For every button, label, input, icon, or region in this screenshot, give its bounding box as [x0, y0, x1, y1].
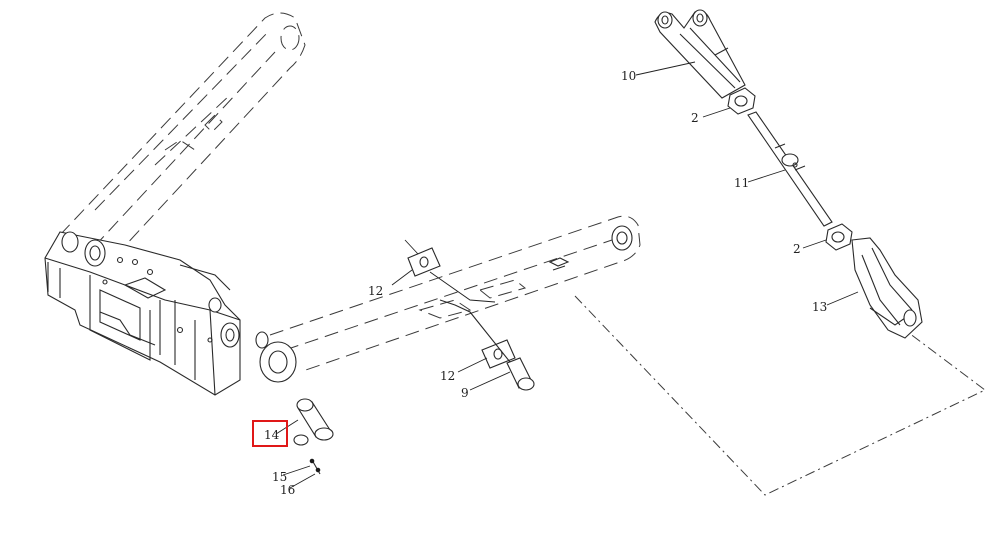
- threaded-rod-11: [747, 111, 833, 227]
- top-clevis-10: [635, 9, 746, 99]
- bottom-clevis-13: [826, 237, 923, 339]
- nut-2-bottom: [802, 223, 853, 251]
- callout-12-bottom: 12: [440, 369, 455, 383]
- lower-link-phantom: [255, 215, 641, 383]
- callout-9: 9: [461, 386, 469, 400]
- callout-10: 10: [621, 69, 636, 83]
- callout-12-top: 12: [368, 284, 383, 298]
- highlight-box-callout-14: [252, 420, 288, 447]
- clip-15-16: [282, 458, 321, 489]
- callout-2-top: 2: [691, 111, 699, 125]
- pin-14: [275, 398, 334, 446]
- plate-12-bottom: [457, 339, 516, 373]
- callout-15: 15: [272, 470, 287, 484]
- pin-9: [439, 299, 535, 391]
- callout-16: 16: [280, 483, 295, 497]
- nut-2-top: [702, 87, 756, 118]
- assembly-line: [574, 295, 986, 496]
- callout-11: 11: [734, 176, 749, 190]
- upper-link-phantom: [59, 12, 306, 263]
- callout-14: 14: [264, 428, 280, 442]
- callout-2-bottom: 2: [793, 242, 801, 256]
- plate-12-top: [391, 239, 496, 303]
- hitch-frame: [44, 231, 241, 396]
- callout-13: 13: [812, 300, 827, 314]
